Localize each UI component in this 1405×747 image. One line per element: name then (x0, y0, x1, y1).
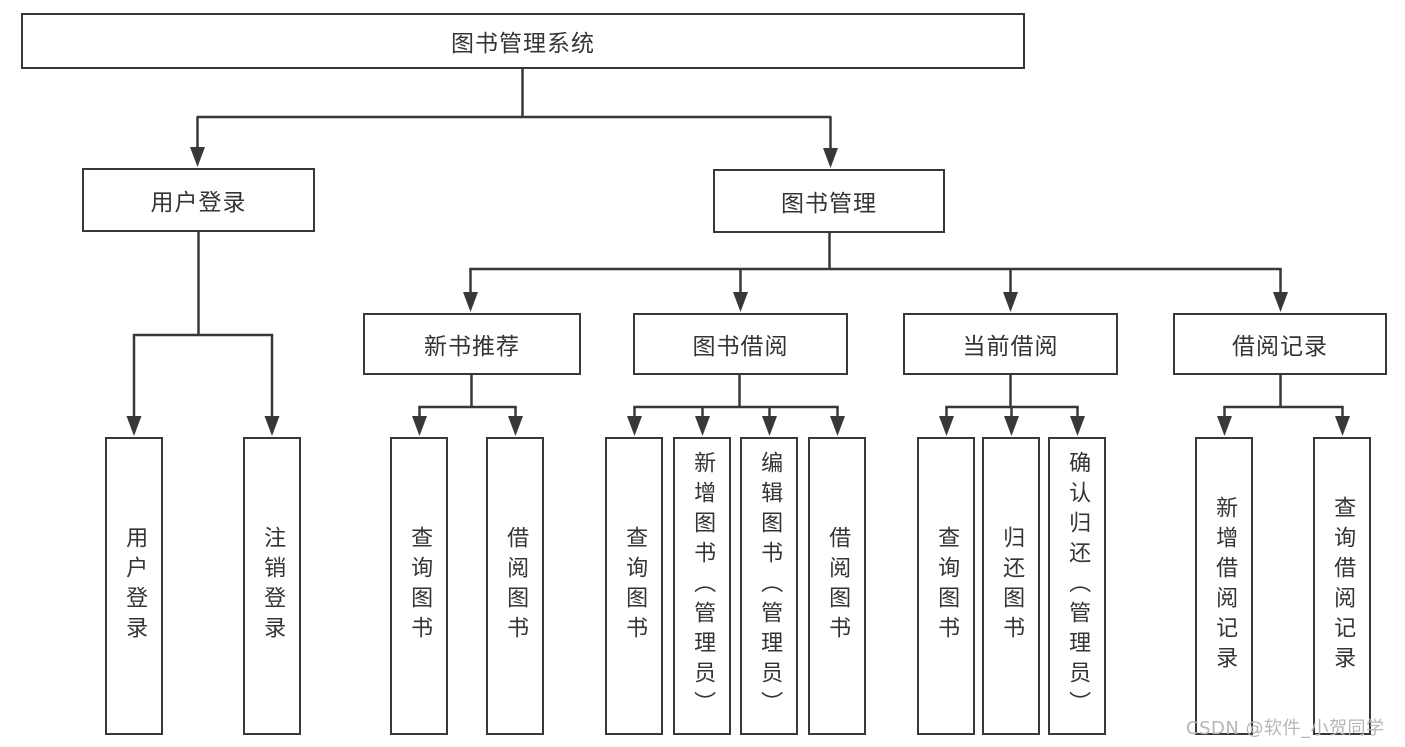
node-current-borrow-label: 当前借阅 (962, 334, 1059, 360)
node-new-book-recommend-label: 新书推荐 (424, 334, 520, 360)
leaf-user-login: 用户登录 (105, 437, 163, 735)
leaf-add-borrow-record-label: 新增借阅记录 (1212, 496, 1238, 676)
leaf-logout: 注销登录 (243, 437, 301, 735)
leaf-logout-label: 注销登录 (260, 526, 286, 646)
leaf-query-books-2-label: 查询图书 (622, 526, 648, 646)
leaf-add-borrow-record: 新增借阅记录 (1195, 437, 1253, 735)
leaf-query-books-2: 查询图书 (605, 437, 663, 735)
connector-arrowheads (126, 147, 1350, 436)
node-book-borrow: 图书借阅 (633, 313, 848, 375)
leaf-borrow-books-2-label: 借阅图书 (825, 526, 851, 646)
node-current-borrow: 当前借阅 (903, 313, 1118, 375)
node-borrow-records-label: 借阅记录 (1232, 334, 1328, 360)
leaf-add-books-admin: 新增图书（管理员） (673, 437, 731, 735)
node-borrow-records: 借阅记录 (1173, 313, 1387, 375)
leaf-user-login-label: 用户登录 (122, 526, 148, 646)
node-new-book-recommend: 新书推荐 (363, 313, 581, 375)
leaf-edit-books-admin: 编辑图书（管理员） (740, 437, 798, 735)
leaf-borrow-books-1-label: 借阅图书 (503, 526, 529, 646)
leaf-confirm-return-admin-label: 确认归还（管理员） (1065, 451, 1091, 721)
leaf-borrow-books-2: 借阅图书 (808, 437, 866, 735)
leaf-borrow-books-1: 借阅图书 (486, 437, 544, 735)
node-user-login-label: 用户登录 (150, 190, 247, 216)
node-root-label: 图书管理系统 (451, 31, 595, 57)
node-book-borrow-label: 图书借阅 (692, 334, 789, 360)
leaf-query-borrow-record-label: 查询借阅记录 (1330, 496, 1356, 676)
leaf-confirm-return-admin: 确认归还（管理员） (1048, 437, 1106, 735)
leaf-return-books-label: 归还图书 (999, 526, 1025, 646)
node-book-management-label: 图书管理 (781, 191, 877, 217)
leaf-add-books-admin-label: 新增图书（管理员） (690, 451, 716, 721)
node-root: 图书管理系统 (21, 13, 1025, 69)
leaf-edit-books-admin-label: 编辑图书（管理员） (757, 451, 783, 721)
node-user-login: 用户登录 (82, 168, 315, 232)
node-book-management: 图书管理 (713, 169, 945, 233)
csdn-watermark: CSDN @软件_小贺同学 (1186, 718, 1385, 739)
leaf-query-books-1: 查询图书 (390, 437, 448, 735)
leaf-return-books: 归还图书 (982, 437, 1040, 735)
leaf-query-borrow-record: 查询借阅记录 (1313, 437, 1371, 735)
leaf-query-books-3-label: 查询图书 (934, 526, 960, 646)
leaf-query-books-3: 查询图书 (917, 437, 975, 735)
leaf-query-books-1-label: 查询图书 (407, 526, 433, 646)
